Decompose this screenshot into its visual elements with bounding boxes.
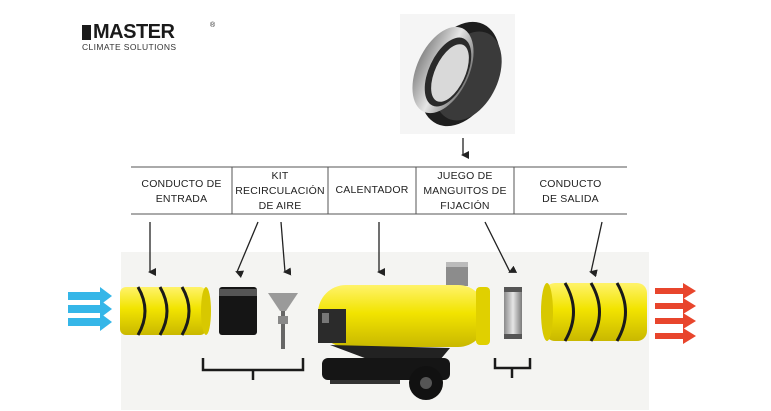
label-clamp-set: JUEGO DE MANGUITOS DE FIJACIÓN	[423, 170, 507, 212]
recirc-kit-arrow-2	[280, 221, 292, 276]
logo-registered-mark: ®	[210, 22, 216, 29]
recirculation-funnel-image	[268, 293, 298, 349]
clamp-ring-image	[400, 14, 515, 134]
logo-wordmark: MASTER	[93, 21, 175, 43]
label-inlet-duct: CONDUCTO DE ENTRADA	[141, 178, 222, 205]
label-table	[131, 166, 627, 215]
recirculation-adapter-image	[219, 287, 257, 335]
inlet-airflow-arrows	[68, 287, 112, 331]
logo-mark-icon	[82, 25, 91, 40]
inlet-duct-image	[120, 286, 211, 336]
label-recirculation-kit: KIT RECIRCULACIÓN DE AIRE	[235, 170, 325, 212]
outlet-duct-image	[541, 282, 647, 342]
outlet-duct-arrow	[589, 221, 603, 278]
clamp-ring-side-image	[504, 287, 522, 339]
clamp-set-arrow	[484, 221, 518, 273]
clamp-set-bracket	[493, 358, 532, 378]
logo-tagline: CLIMATE SOLUTIONS	[82, 42, 177, 52]
label-heater: CALENTADOR	[335, 184, 409, 196]
heater-image	[318, 262, 490, 400]
recirc-kit-arrow-1	[235, 221, 259, 279]
label-outlet-duct: CONDUCTO DE SALIDA	[539, 178, 602, 205]
recirc-kit-bracket	[201, 358, 305, 380]
outlet-airflow-arrows	[655, 283, 696, 344]
